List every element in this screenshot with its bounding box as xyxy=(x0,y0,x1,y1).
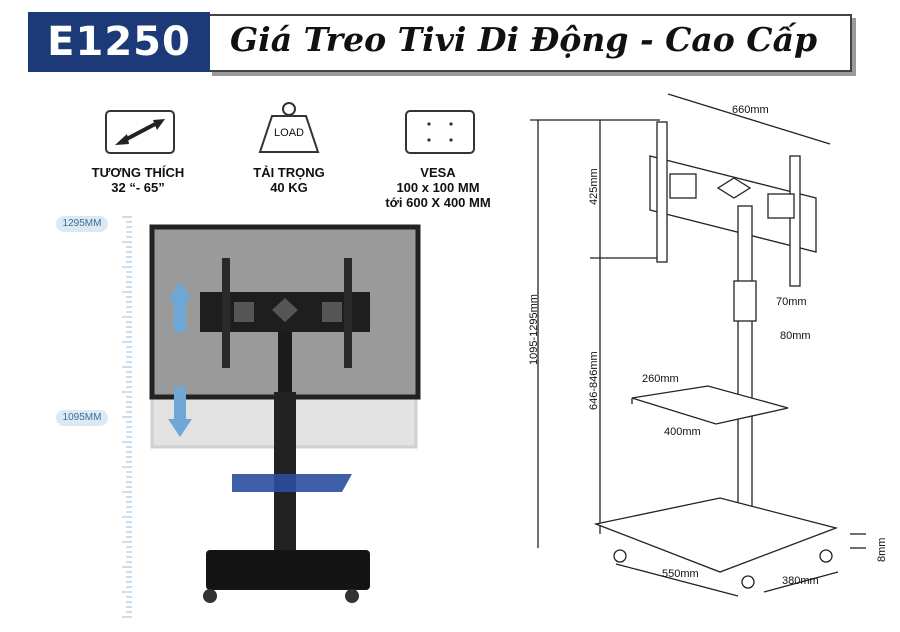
dim-base-thickness: 8mm xyxy=(876,537,888,562)
model-badge: E1250 xyxy=(28,12,210,72)
dim-shelf-depth: 260mm xyxy=(642,373,679,385)
technical-drawing xyxy=(520,86,890,616)
dim-base-depth: 380mm xyxy=(782,575,819,587)
dim-base-width: 550mm xyxy=(662,568,699,580)
height-min-badge: 1095MM xyxy=(56,410,108,426)
vesa-holes-icon xyxy=(405,110,475,154)
page-title: Giá Treo Tivi Di Động - Cao Cấp xyxy=(230,20,818,59)
dim-mount-height: 425mm xyxy=(588,168,600,205)
dim-width-top: 660mm xyxy=(732,104,769,116)
dim-pole-a: 70mm xyxy=(776,296,807,308)
height-max-badge: 1295MM xyxy=(56,216,108,232)
spec-vesa-range: tới 600 X 400 MM xyxy=(385,195,491,210)
load-icon-text: LOAD xyxy=(274,127,304,139)
dim-pole-b: 80mm xyxy=(780,330,811,342)
spec-vesa-label: VESA xyxy=(420,165,456,180)
spec-compat-label: TƯƠNG THÍCH xyxy=(91,165,185,180)
title-banner xyxy=(208,14,852,72)
spec-load-value: 40 KG xyxy=(270,180,308,195)
spec-vesa-value: 100 x 100 MM xyxy=(396,180,480,195)
dim-total-height: 1095-1295mm xyxy=(528,294,540,365)
spec-load-label: TẢI TRỌNG xyxy=(253,165,325,180)
dim-shelf-width: 400mm xyxy=(664,426,701,438)
spec-compat-value: 32 “- 65” xyxy=(111,180,165,195)
dim-lower-height: 646-846mm xyxy=(588,351,600,410)
stand-with-tv-illustration xyxy=(140,222,440,612)
resize-arrows-icon xyxy=(105,110,175,154)
height-ruler xyxy=(120,215,134,620)
load-weight-icon xyxy=(256,100,322,154)
